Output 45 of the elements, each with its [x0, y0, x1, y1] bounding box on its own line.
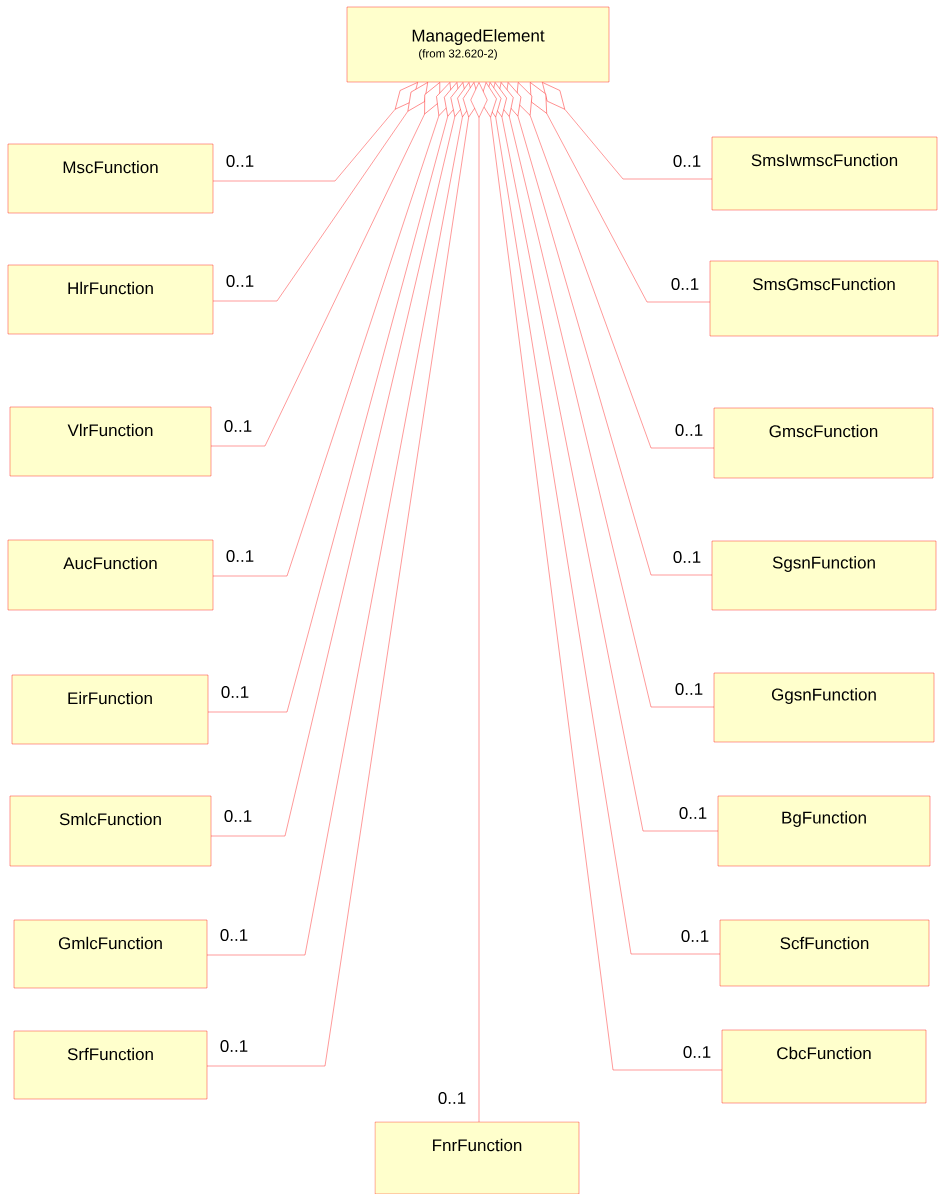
multiplicity-label: 0..1	[218, 1039, 250, 1054]
multiplicity-label: 0..1	[671, 550, 703, 564]
multiplicity-label: 0..1	[677, 806, 709, 821]
class-box: CbcFunction	[721, 1029, 927, 1104]
multiplicity-label: 0..1	[219, 685, 251, 700]
composition-line	[504, 82, 713, 576]
class-box: SrfFunction	[13, 1030, 208, 1100]
class-box: FnrFunction	[374, 1121, 580, 1194]
composition-line	[212, 82, 428, 302]
composition-line	[207, 82, 461, 713]
multiplicity-label: 0..1	[436, 1091, 468, 1106]
class-box: EirFunction	[11, 674, 209, 745]
composition-line	[530, 82, 711, 303]
composition-line	[210, 82, 440, 447]
class-box: MscFunction	[7, 143, 214, 214]
class-box: SmsIwmscFunction	[711, 136, 938, 211]
class-box: GmlcFunction	[13, 919, 208, 989]
multiplicity-label: 0..1	[681, 1045, 713, 1060]
class-box: SgsnFunction	[711, 540, 937, 611]
class-box: BgFunction	[717, 795, 931, 867]
class-box: GmscFunction	[713, 407, 934, 479]
composition-line	[212, 82, 453, 577]
multiplicity-label: 0..1	[222, 419, 254, 433]
multiplicity-label: 0..1	[218, 928, 250, 943]
class-box: HlrFunction	[7, 264, 214, 335]
class-box: GgsnFunction	[713, 672, 935, 743]
class-box: ManagedElement (from 32.620-2)	[346, 6, 610, 83]
multiplicity-label: 0..1	[671, 154, 703, 168]
multiplicity-label: 0..1	[224, 549, 256, 564]
class-box: SmsGmscFunction	[709, 260, 939, 337]
composition-line	[212, 82, 418, 182]
class-box: SmlcFunction	[9, 795, 212, 867]
multiplicity-label: 0..1	[222, 809, 254, 824]
multiplicity-label: 0..1	[669, 277, 701, 291]
multiplicity-label: 0..1	[679, 929, 711, 944]
multiplicity-label: 0..1	[673, 682, 705, 697]
class-box: ScfFunction	[719, 919, 930, 987]
multiplicity-label: 0..1	[673, 423, 705, 437]
composition-line	[470, 82, 488, 1123]
class-box: VlrFunction	[9, 406, 212, 477]
class-box: AucFunction	[7, 539, 214, 611]
multiplicity-label: 0..1	[224, 154, 256, 168]
composition-line	[516, 82, 715, 449]
multiplicity-label: 0..1	[224, 274, 256, 288]
composition-line	[542, 82, 713, 180]
